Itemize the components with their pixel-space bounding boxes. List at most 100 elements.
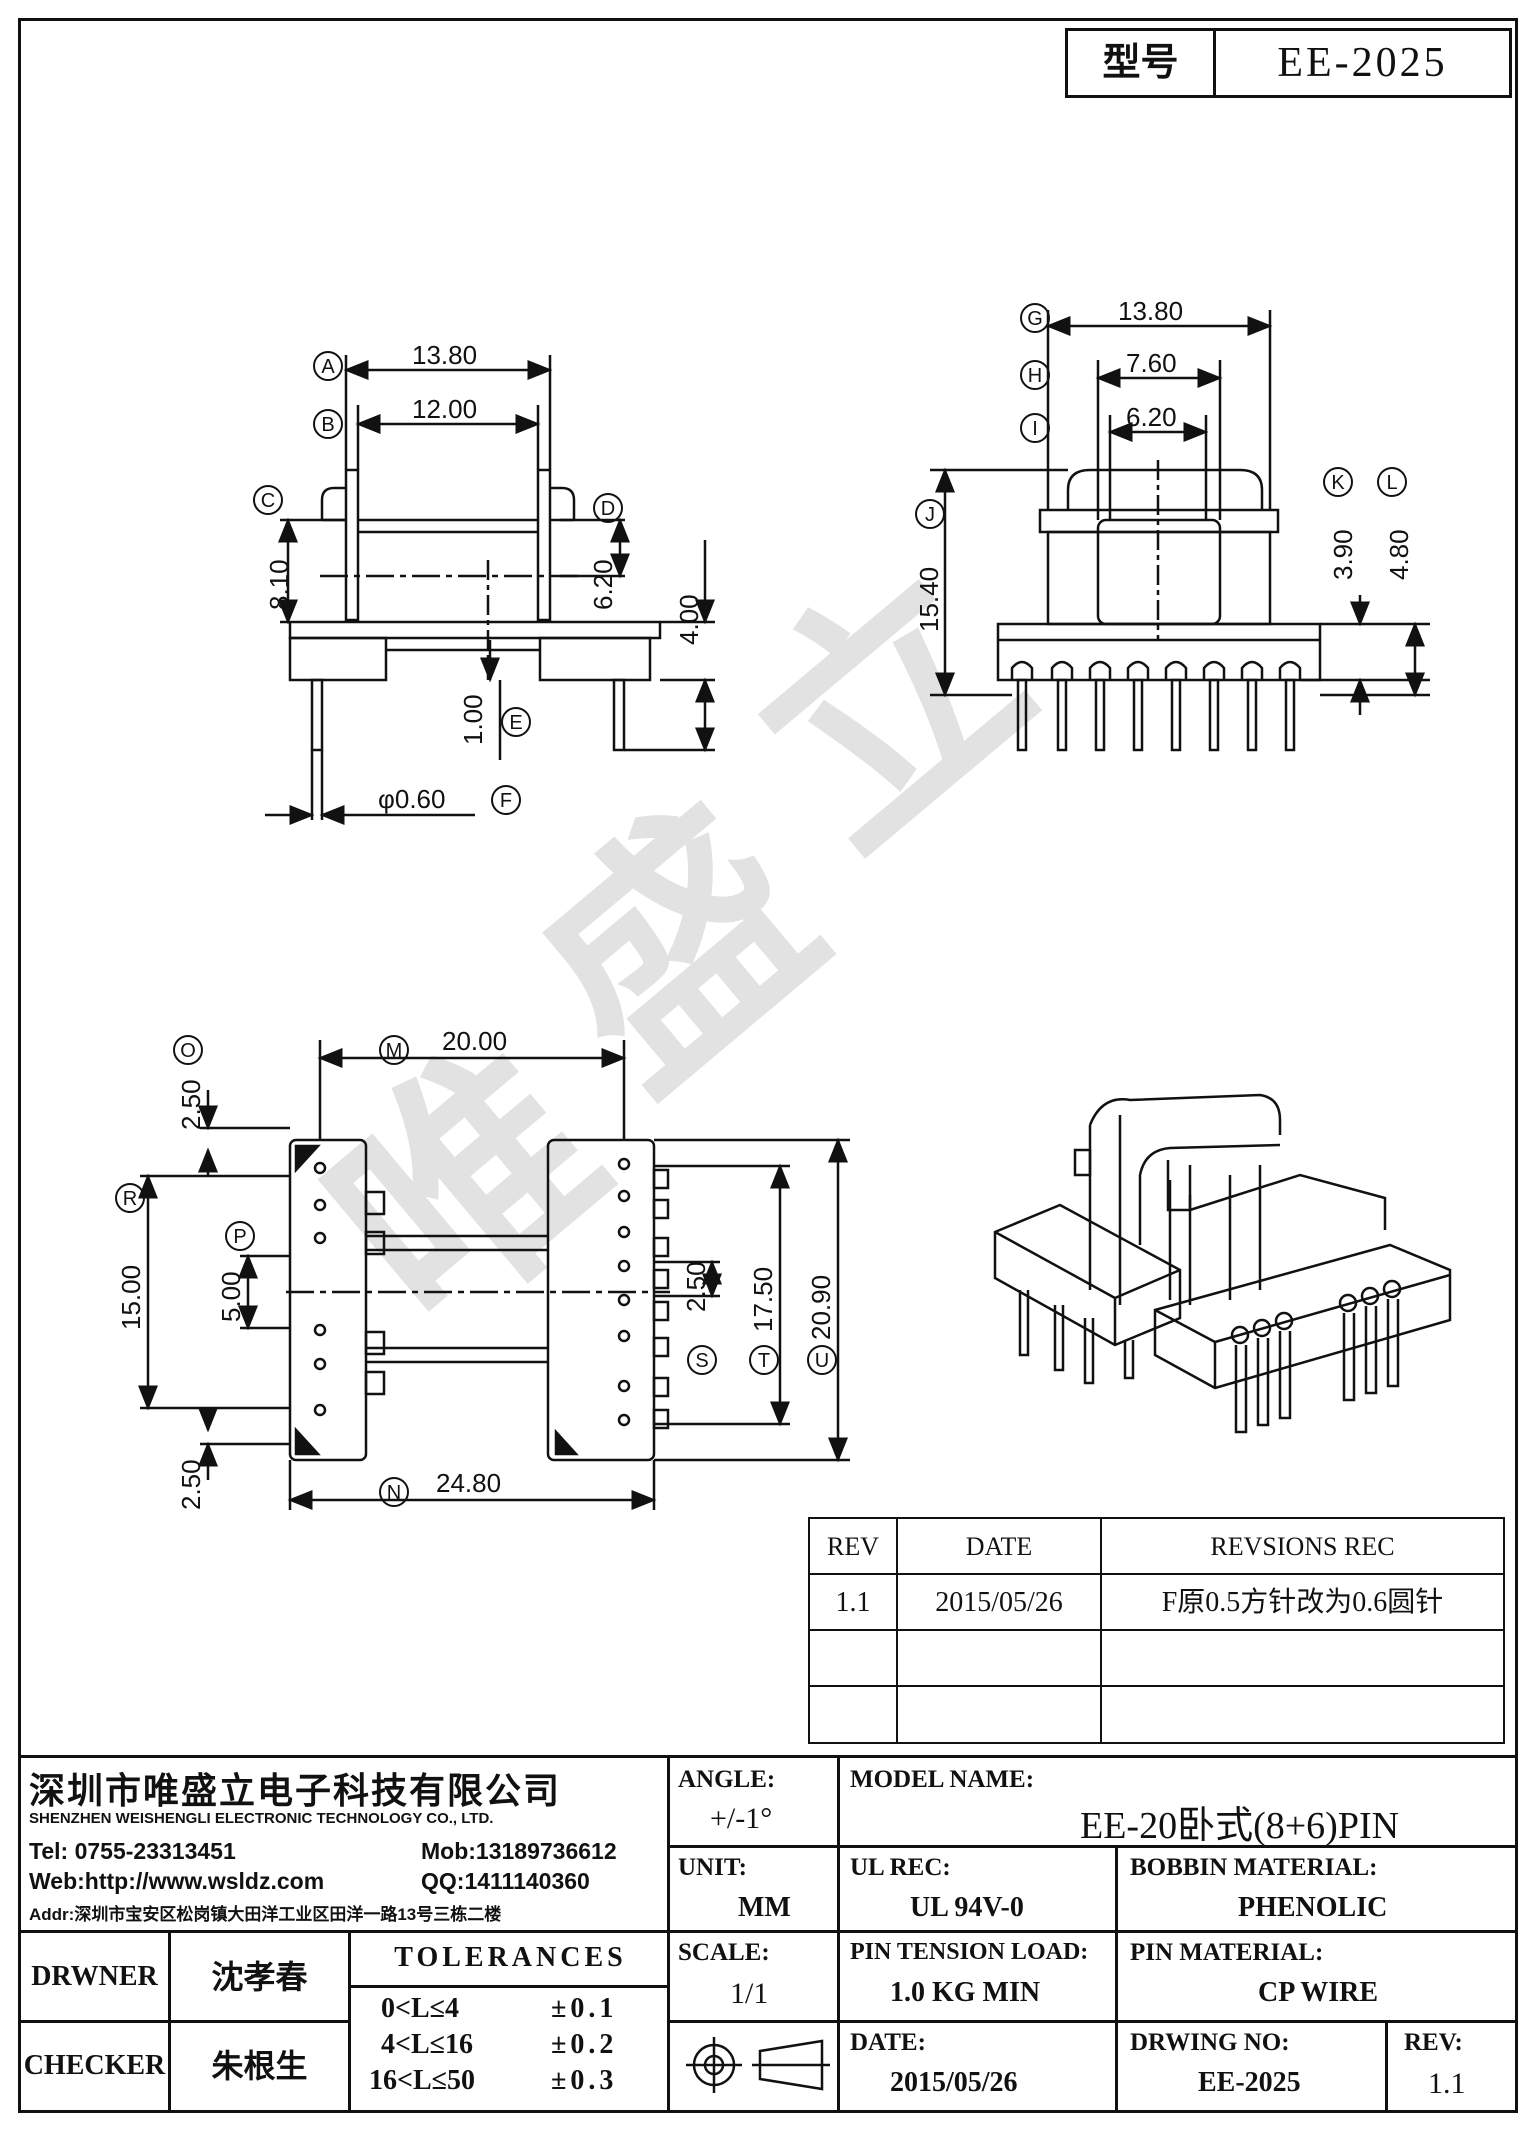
dim-label-20-00: 20.00 (442, 1026, 507, 1056)
front-view (265, 355, 715, 825)
tolerances-cell: TOLERANCES 0<L≤4 ±0.1 4<L≤16 ±0.2 16<L≤5… (351, 1933, 670, 2110)
model-header-label: 型号 (1068, 31, 1216, 95)
svg-text:J: J (925, 504, 935, 526)
svg-text:N: N (387, 1482, 401, 1504)
unit-cell: UNIT: MM (670, 1848, 840, 1933)
svg-text:M: M (386, 1040, 403, 1062)
ref-t: T (749, 1345, 779, 1375)
dim-label-4-80: 4.80 (1384, 529, 1414, 580)
dim-label-5-00: 5.00 (216, 1271, 246, 1322)
svg-text:U: U (815, 1350, 829, 1372)
company-mob: Mob:13189736612 (421, 1838, 617, 1864)
ul-rec-cell: UL REC: UL 94V-0 (840, 1848, 1118, 1933)
svg-text:C: C (261, 490, 275, 512)
ref-r: R (115, 1183, 145, 1213)
ref-e: E (501, 707, 531, 737)
isometric-view (993, 1093, 1452, 1434)
ref-g: G (1020, 303, 1050, 333)
dim-label-s-2-50: 2.50 (681, 1261, 711, 1312)
unit-value: MM (738, 1892, 791, 1923)
dim-label-2-50-bottom: 2.50 (176, 1459, 206, 1510)
svg-text:E: E (509, 712, 522, 734)
unit-label: UNIT: (678, 1854, 747, 1881)
tol-range-2: 4<L≤16 (381, 2029, 473, 2060)
rev-header-rec: REVSIONS REC (1102, 1519, 1503, 1575)
rev-label: REV: (1404, 2029, 1463, 2056)
bobbin-material-value: PHENOLIC (1238, 1892, 1388, 1923)
ref-o: O (173, 1035, 203, 1065)
ref-j: J (915, 499, 945, 529)
ref-u: U (807, 1345, 837, 1375)
model-name-cell: MODEL NAME: EE-20卧式(8+6)PIN (840, 1758, 1515, 1848)
pin-material-value: CP WIRE (1258, 1977, 1379, 2008)
ul-rec-value: UL 94V-0 (910, 1892, 1024, 1923)
angle-value: +/-1° (710, 1802, 773, 1835)
bottom-view (138, 1040, 850, 1510)
tol-range-1: 0<L≤4 (381, 1993, 459, 2024)
drwing-no-label: DRWING NO: (1130, 2029, 1290, 2056)
svg-text:G: G (1027, 308, 1043, 330)
rev-header-date: DATE (898, 1519, 1102, 1575)
projection-symbol-cell (670, 2023, 840, 2110)
ref-n: N (379, 1477, 409, 1507)
svg-text:P: P (233, 1226, 246, 1248)
rev-row-3-rev (810, 1687, 898, 1742)
dim-label-17-50: 17.50 (748, 1267, 778, 1332)
dim-label-13-80: 13.80 (412, 340, 477, 370)
company-box: 深圳市唯盛立电子科技有限公司 SHENZHEN WEISHENGLI ELECT… (21, 1758, 670, 1933)
dim-label-6-20: 6.20 (588, 559, 618, 610)
rev-row-2-date (898, 1631, 1102, 1687)
svg-text:D: D (601, 498, 615, 520)
scale-cell: SCALE: 1/1 (670, 1933, 840, 2023)
rev-row-1-rec: F原0.5方针改为0.6圆针 (1102, 1575, 1503, 1631)
tol-value-2: ±0.2 (551, 2029, 618, 2060)
dim-label-4-00: 4.00 (674, 594, 704, 645)
dim-label-15-00: 15.00 (116, 1265, 146, 1330)
scale-label: SCALE: (678, 1939, 770, 1966)
svg-text:A: A (321, 356, 335, 378)
rev-value: 1.1 (1428, 2067, 1466, 2100)
bobbin-material-cell: BOBBIN MATERIAL: PHENOLIC (1118, 1848, 1515, 1933)
pin-tension-label: PIN TENSION LOAD: (850, 1939, 1089, 1965)
ref-s: S (687, 1345, 717, 1375)
drwing-no-value: EE-2025 (1198, 2067, 1301, 2098)
rev-cell: REV: 1.1 (1388, 2023, 1515, 2110)
svg-text:F: F (500, 790, 512, 812)
model-name-label: MODEL NAME: (850, 1766, 1035, 1793)
dim-label-8-10: 8.10 (264, 559, 294, 610)
svg-text:R: R (123, 1188, 137, 1210)
tolerances-label: TOLERANCES (351, 1933, 667, 1988)
side-view (930, 310, 1430, 752)
bobbin-material-label: BOBBIN MATERIAL: (1130, 1854, 1378, 1881)
dim-label-1-00: 1.00 (458, 694, 488, 745)
side-view-pins (1010, 660, 1302, 752)
checker-value: 朱根生 (171, 2023, 351, 2110)
revision-table: REV DATE REVSIONS REC 1.1 2015/05/26 F原0… (808, 1517, 1505, 1744)
pin-material-label: PIN MATERIAL: (1130, 1939, 1324, 1966)
dim-label-g-13-80: 13.80 (1118, 296, 1183, 326)
rev-row-1-rev: 1.1 (810, 1575, 898, 1631)
company-web: Web:http://www.wsldz.com (29, 1868, 325, 1894)
company-qq: QQ:1411140360 (421, 1868, 590, 1894)
pin-tension-cell: PIN TENSION LOAD: 1.0 KG MIN (840, 1933, 1118, 2023)
svg-text:H: H (1028, 365, 1042, 387)
tol-range-3: 16<L≤50 (369, 2065, 475, 2096)
drwner-value: 沈孝春 (171, 1933, 351, 2023)
title-block: 深圳市唯盛立电子科技有限公司 SHENZHEN WEISHENGLI ELECT… (18, 1755, 1518, 2113)
technical-drawing: 13.80 12.00 8.10 6.20 4.00 1.00 φ0.60 13… (115, 296, 1452, 1510)
ref-a: A (313, 351, 343, 381)
svg-text:O: O (180, 1040, 196, 1062)
pin-material-cell: PIN MATERIAL: CP WIRE (1118, 1933, 1515, 2023)
ref-b: B (313, 409, 343, 439)
checker-label: CHECKER (21, 2023, 171, 2110)
ref-d: D (593, 493, 623, 523)
dim-label-2-50-top: 2.50 (176, 1079, 206, 1130)
dim-label-i-6-20: 6.20 (1126, 402, 1177, 432)
ref-f: F (491, 785, 521, 815)
company-name-en: SHENZHEN WEISHENGLI ELECTRONIC TECHNOLOG… (29, 1810, 494, 1827)
svg-text:I: I (1032, 418, 1038, 440)
tol-value-1: ±0.1 (551, 1993, 618, 2024)
dim-label-12-00: 12.00 (412, 394, 477, 424)
model-name-value: EE-20卧式(8+6)PIN (1080, 1805, 1400, 1847)
svg-text:K: K (1331, 472, 1345, 494)
